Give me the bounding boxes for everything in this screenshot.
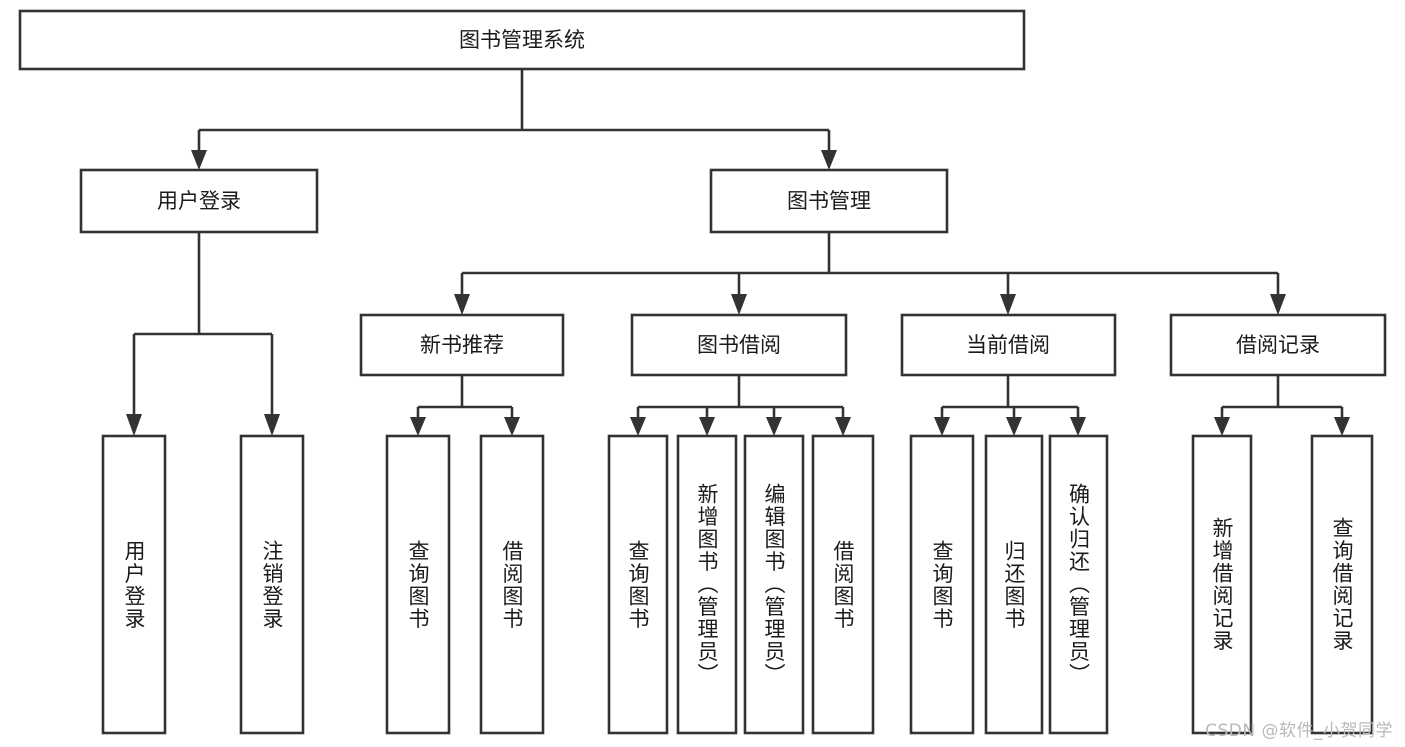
- node-book-manage-box[interactable]: [709, 168, 949, 234]
- node-current-borrow-label: 当前借阅: [966, 333, 1050, 357]
- arrow-head-leaf-user-login: [126, 414, 142, 436]
- node-book-borrow-box[interactable]: [630, 313, 848, 377]
- arrow-head-leaf-query-book-3: [934, 417, 950, 436]
- node-borrow-record-box[interactable]: [1169, 313, 1387, 377]
- node-book-manage-label: 图书管理: [787, 189, 871, 213]
- node-user-login[interactable]: 用户登录: [79, 168, 319, 234]
- arrow-head-current-borrow: [1000, 294, 1016, 315]
- arrow-head-leaf-query-record: [1334, 417, 1350, 436]
- node-leaf-query-book-2-box[interactable]: [607, 434, 669, 735]
- arrow-head-leaf-query-book-1: [410, 417, 426, 436]
- node-leaf-user-login-box[interactable]: [101, 434, 167, 735]
- node-root[interactable]: 图书管理系统: [18, 9, 1026, 71]
- leaf-box-group: [101, 434, 1374, 735]
- arrow-head-new-book-rec: [454, 294, 470, 315]
- node-leaf-query-book-1-box[interactable]: [385, 434, 451, 735]
- node-borrow-record[interactable]: 借阅记录: [1169, 313, 1387, 377]
- arrow-head-leaf-return-book: [1006, 417, 1022, 436]
- node-leaf-query-book-3-box[interactable]: [909, 434, 975, 735]
- csdn-watermark: CSDN @软件_小贺同学: [1205, 721, 1393, 741]
- connector-group: [126, 69, 1350, 436]
- arrow-head-leaf-logout: [264, 414, 280, 436]
- node-book-manage[interactable]: 图书管理: [709, 168, 949, 234]
- arrow-head-leaf-add-book: [699, 417, 715, 436]
- node-leaf-logout-box[interactable]: [239, 434, 305, 735]
- node-leaf-borrow-book-2-box[interactable]: [811, 434, 875, 735]
- node-leaf-confirm-return-box[interactable]: [1048, 434, 1109, 735]
- arrow-head-leaf-edit-book: [766, 417, 782, 436]
- node-leaf-query-record-box[interactable]: [1310, 434, 1374, 735]
- arrow-head-leaf-borrow-book-2: [835, 417, 851, 436]
- node-user-login-box[interactable]: [79, 168, 319, 234]
- arrow-head-leaf-add-record: [1214, 417, 1230, 436]
- node-leaf-add-book-box[interactable]: [676, 434, 738, 735]
- node-new-book-rec[interactable]: 新书推荐: [359, 313, 565, 377]
- arrow-head-leaf-borrow-book-1: [504, 417, 520, 436]
- arrow-head-user-login: [191, 150, 207, 170]
- node-root-box[interactable]: [18, 9, 1026, 71]
- node-new-book-rec-box[interactable]: [359, 313, 565, 377]
- arrow-head-borrow-record: [1270, 294, 1286, 315]
- node-new-book-rec-label: 新书推荐: [420, 333, 504, 357]
- node-leaf-return-book-box[interactable]: [984, 434, 1044, 735]
- node-leaf-add-record-box[interactable]: [1191, 434, 1253, 735]
- node-current-borrow[interactable]: 当前借阅: [900, 313, 1117, 377]
- node-book-borrow-label: 图书借阅: [697, 333, 781, 357]
- node-user-login-label: 用户登录: [157, 189, 241, 213]
- arrow-head-leaf-query-book-2: [630, 417, 646, 436]
- arrow-head-book-manage: [821, 150, 837, 170]
- node-leaf-edit-book-box[interactable]: [743, 434, 805, 735]
- arrow-head-book-borrow: [731, 294, 747, 315]
- node-book-borrow[interactable]: 图书借阅: [630, 313, 848, 377]
- node-root-label: 图书管理系统: [459, 28, 585, 52]
- node-borrow-record-label: 借阅记录: [1236, 333, 1320, 357]
- arrow-head-leaf-confirm-return: [1070, 417, 1086, 436]
- node-leaf-borrow-book-1-box[interactable]: [479, 434, 545, 735]
- node-current-borrow-box[interactable]: [900, 313, 1117, 377]
